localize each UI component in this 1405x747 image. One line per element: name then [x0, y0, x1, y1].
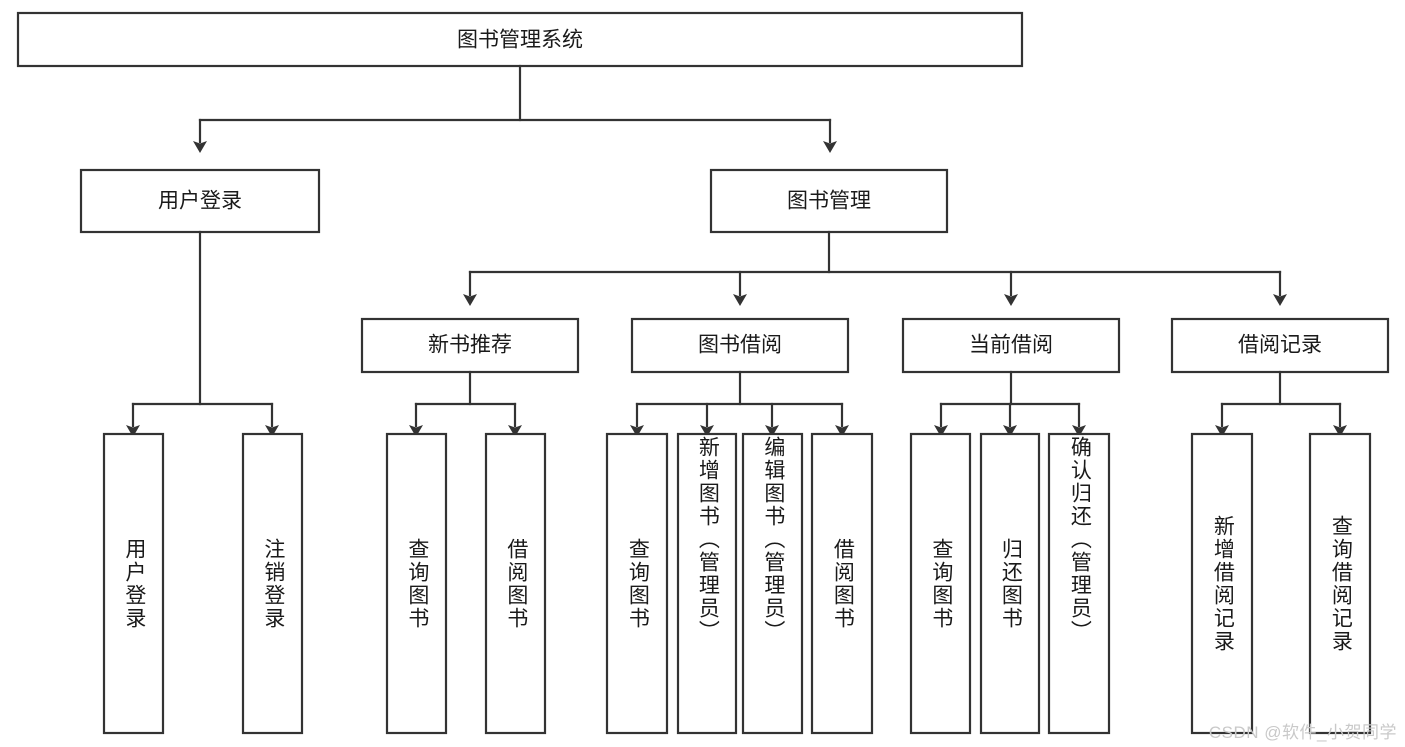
node-new-book-recommend-label: 新书推荐	[428, 334, 512, 357]
node-book-borrow-box[interactable]	[630, 317, 850, 374]
node-root-box[interactable]	[16, 11, 1024, 68]
leaf-box-borrow-record-2[interactable]	[1308, 432, 1372, 735]
leaf-box-user-login-2[interactable]	[241, 432, 304, 735]
leaf-box-current-borrow-3[interactable]	[1047, 432, 1111, 735]
leaf-box-book-borrow-1[interactable]	[605, 432, 669, 735]
node-current-borrow-label: 当前借阅	[969, 334, 1053, 357]
node-current-borrow-box[interactable]	[901, 317, 1121, 374]
node-user-login-label: 用户登录	[158, 190, 242, 213]
node-new-book-recommend-box[interactable]	[360, 317, 580, 374]
leaf-box-current-borrow-2[interactable]	[979, 432, 1041, 735]
leaf-box-current-borrow-1[interactable]	[909, 432, 972, 735]
leaf-box-user-login-1[interactable]	[102, 432, 165, 735]
leaf-box-book-borrow-3[interactable]	[741, 432, 804, 735]
watermark-text: CSDN @软件_小贺同学	[1208, 723, 1397, 742]
leaf-box-new-book-recommend-1[interactable]	[385, 432, 448, 735]
node-borrow-record-label: 借阅记录	[1238, 334, 1322, 357]
node-book-borrow-label: 图书借阅	[698, 334, 782, 357]
node-root-label: 图书管理系统	[457, 29, 583, 52]
leaf-box-new-book-recommend-2[interactable]	[484, 432, 547, 735]
node-borrow-record-box[interactable]	[1170, 317, 1390, 374]
node-book-management-box[interactable]	[709, 168, 949, 234]
leaf-box-borrow-record-1[interactable]	[1190, 432, 1254, 735]
leaf-box-book-borrow-4[interactable]	[810, 432, 874, 735]
leaf-box-book-borrow-2[interactable]	[676, 432, 738, 735]
node-book-management-label: 图书管理	[787, 190, 871, 213]
